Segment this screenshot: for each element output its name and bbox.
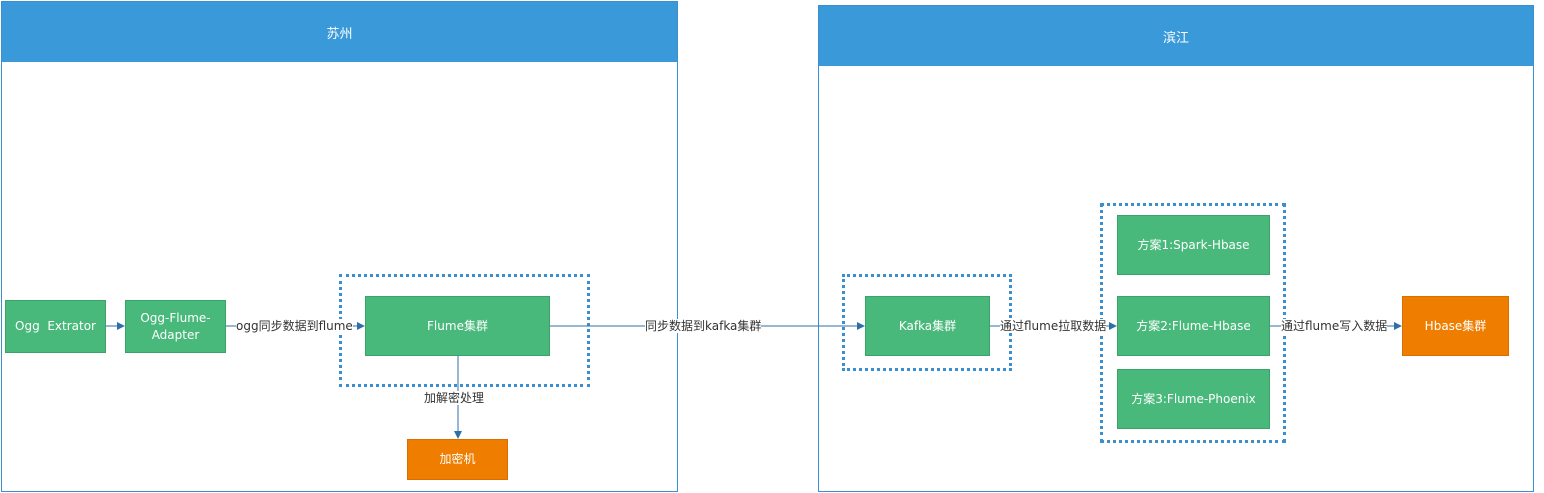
node-plan2[interactable]: 方案2:Flume-Hbase <box>1117 296 1270 356</box>
node-flume-cluster[interactable]: Flume集群 <box>365 296 550 356</box>
region-binjiang-header: 滨江 <box>819 6 1533 66</box>
node-plan1[interactable]: 方案1:Spark-Hbase <box>1117 215 1270 275</box>
node-kafka-cluster[interactable]: Kafka集群 <box>865 296 990 356</box>
region-binjiang: 滨江 <box>818 5 1534 492</box>
region-suzhou: 苏州 <box>1 1 678 492</box>
region-suzhou-title: 苏州 <box>326 26 353 42</box>
node-plan2-label: 方案2:Flume-Hbase <box>1136 318 1251 333</box>
edge-label-plans-to-hbase: 通过flume写入数据 <box>1281 319 1388 333</box>
node-ogg-flume-adapter-label-line2: Adapter <box>151 327 200 342</box>
edge-label-encryption: 加解密处理 <box>424 391 485 405</box>
node-hbase-cluster-label: Hbase集群 <box>1424 318 1487 333</box>
node-plan3[interactable]: 方案3:Flume-Phoenix <box>1117 369 1270 429</box>
node-flume-cluster-label: Flume集群 <box>427 318 488 333</box>
node-kafka-cluster-label: Kafka集群 <box>898 318 957 333</box>
edge-label-flume-to-kafka: 同步数据到kafka集群 <box>645 319 762 333</box>
node-ogg-flume-adapter-label-line1: Ogg-Flume- <box>140 310 211 325</box>
node-ogg-extrator[interactable]: Ogg Extrator <box>5 300 106 353</box>
edge-label-kafka-to-plans: 通过flume拉取数据 <box>1000 319 1107 333</box>
region-binjiang-title: 滨江 <box>1162 30 1189 46</box>
node-hbase-cluster[interactable]: Hbase集群 <box>1402 296 1509 356</box>
node-encryptor-label: 加密机 <box>439 452 476 466</box>
node-plan3-label: 方案3:Flume-Phoenix <box>1131 391 1256 406</box>
node-ogg-flume-adapter[interactable]: Ogg-Flume- Adapter <box>125 300 226 353</box>
region-suzhou-header: 苏州 <box>2 2 677 62</box>
node-ogg-extrator-label: Ogg Extrator <box>15 319 96 333</box>
node-plan1-label: 方案1:Spark-Hbase <box>1137 237 1250 252</box>
node-encryptor[interactable]: 加密机 <box>407 439 508 480</box>
edge-label-ogg-to-flume: ogg同步数据到flume <box>236 319 353 333</box>
